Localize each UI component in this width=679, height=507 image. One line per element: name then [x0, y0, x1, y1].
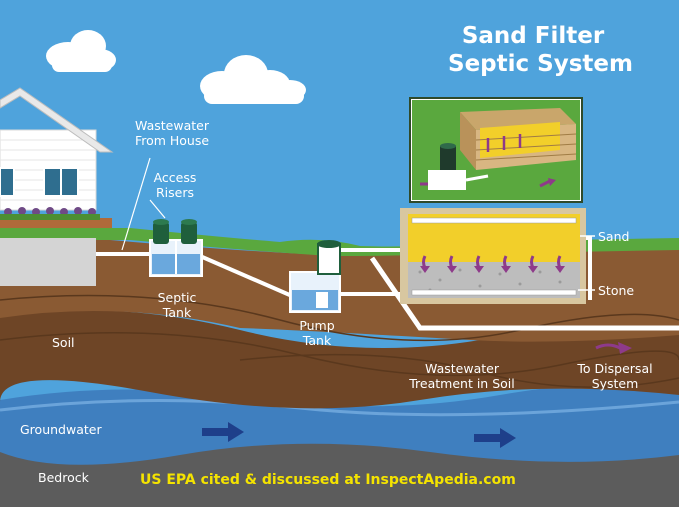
label-bedrock: Bedrock	[38, 470, 89, 485]
label-wastewater-from-house: Wastewater From House	[128, 118, 216, 148]
label-stone: Stone	[598, 283, 635, 298]
septic-tank	[149, 219, 203, 277]
label-sand: Sand	[598, 229, 630, 244]
title-line-1: Sand Filter	[461, 23, 605, 49]
label-wastewater-line2: From House	[134, 133, 210, 148]
groundwater-arrow-2	[474, 428, 516, 448]
label-dispersal-line1: To Dispersal	[577, 361, 653, 376]
pump-tank	[289, 240, 341, 313]
dispersal-pipe	[369, 256, 679, 331]
title-line-2: Septic System	[448, 51, 633, 77]
access-riser-2	[181, 222, 197, 244]
label-soil: Soil	[52, 335, 75, 350]
inset-3d-view	[409, 97, 583, 203]
groundwater-layer	[0, 383, 679, 465]
label-treatment-line1: Wastewater	[425, 361, 499, 376]
access-riser-1	[153, 222, 169, 244]
sand-filter-bed	[400, 208, 595, 304]
house	[0, 87, 114, 286]
cloud-left	[46, 30, 116, 72]
label-treatment-line2: Treatment in Soil	[409, 376, 515, 391]
label-access-risers: Access Risers	[145, 170, 205, 200]
label-to-dispersal: To Dispersal System	[566, 361, 664, 391]
label-wastewater-line1: Wastewater	[135, 118, 209, 133]
cloud-center	[200, 55, 306, 104]
label-pump-tank: Pump Tank	[292, 318, 342, 348]
label-septic-line2: Tank	[162, 305, 192, 320]
label-septic-line1: Septic	[157, 290, 197, 305]
label-septic-tank: Septic Tank	[150, 290, 204, 320]
label-wastewater-treatment: Wastewater Treatment in Soil	[398, 361, 526, 391]
label-groundwater: Groundwater	[20, 422, 102, 437]
groundwater-arrow-1	[202, 422, 244, 442]
dispersal-arrow	[595, 342, 632, 354]
source-credit: US EPA cited & discussed at InspectApedi…	[140, 472, 516, 488]
label-dispersal-line2: System	[591, 376, 639, 391]
label-pump-line1: Pump	[299, 318, 335, 333]
label-access-line1: Access	[153, 170, 197, 185]
label-access-line2: Risers	[155, 185, 194, 200]
label-pump-line2: Tank	[302, 333, 332, 348]
